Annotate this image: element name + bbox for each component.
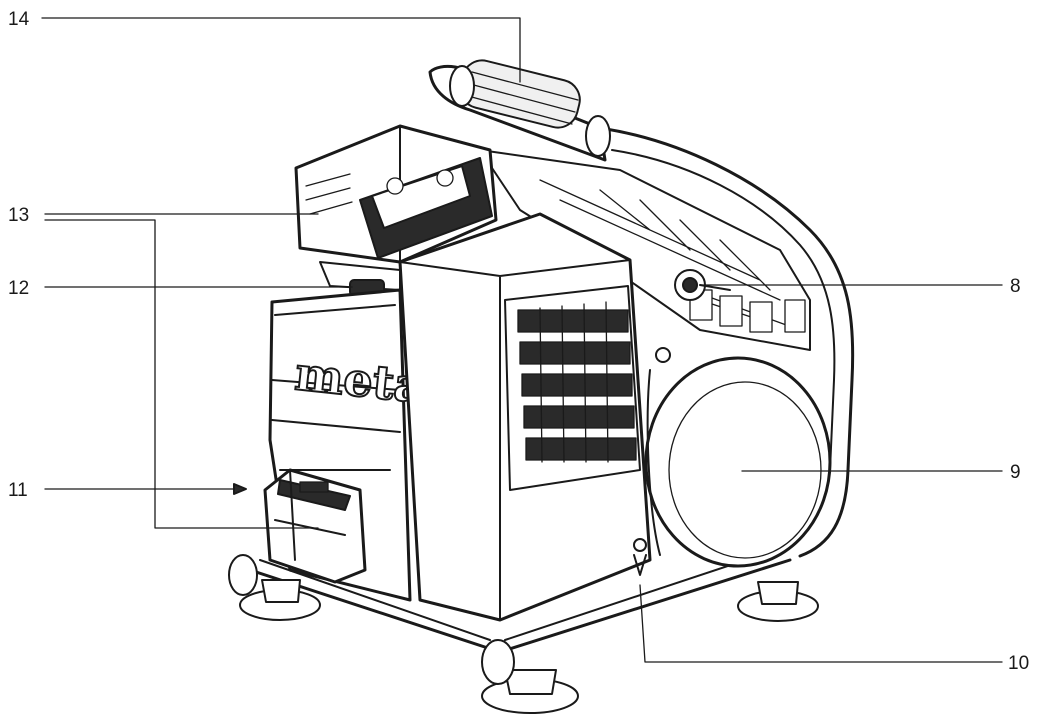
callout-9: 9: [1010, 462, 1021, 483]
callout-13: 13: [8, 205, 29, 226]
leader-lines: [41, 17, 1003, 663]
bottom-socket: [263, 468, 367, 584]
callout-labels: 14 13 12 11 8 9 10: [8, 9, 1029, 674]
callout-12: 12: [8, 278, 29, 299]
air-tank: [644, 347, 832, 568]
carry-handle: [428, 59, 611, 162]
battery-pack: [294, 124, 498, 297]
callout-14: 14: [8, 9, 30, 30]
callout-8: 8: [1010, 276, 1021, 297]
frame: [248, 126, 855, 654]
callout-10: 10: [1008, 653, 1029, 674]
callout-11: 11: [8, 480, 28, 501]
front-cover: [398, 212, 652, 622]
rubber-feet: [228, 554, 819, 714]
vent-grid: [517, 301, 637, 463]
